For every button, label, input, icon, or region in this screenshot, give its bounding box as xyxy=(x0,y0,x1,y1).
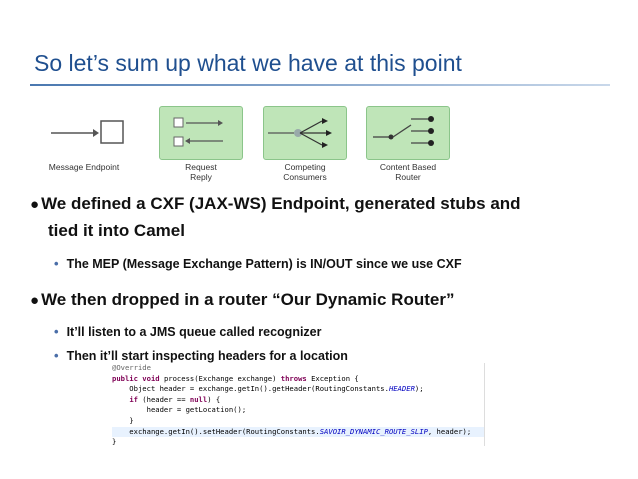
sub-bullet-dot: • xyxy=(54,348,59,363)
message-endpoint-icon xyxy=(42,106,126,160)
pattern-content-based-router: Content Based Router xyxy=(353,106,463,182)
pattern-request-reply: Request Reply xyxy=(146,106,256,182)
code-line: if (header == null) { xyxy=(112,395,484,406)
bullet-dot: ● xyxy=(30,196,40,213)
request-reply-icon xyxy=(159,106,243,160)
bullet-1-continuation: tied it into Camel xyxy=(48,221,185,240)
code-token: null xyxy=(189,394,208,404)
pattern-message-endpoint: Message Endpoint xyxy=(29,106,139,172)
code-token: header = getLocation(); xyxy=(112,405,247,415)
bullet-2: ●We then dropped in a router “Our Dynami… xyxy=(30,290,454,310)
code-line: exchange.getIn().setHeader(RoutingConsta… xyxy=(112,426,484,438)
bullet-1: ●We defined a CXF (JAX-WS) Endpoint, gen… xyxy=(30,194,521,214)
code-token: Exception { xyxy=(311,373,359,383)
code-line: public void process(Exchange exchange) t… xyxy=(112,374,484,385)
code-line: } xyxy=(112,437,484,446)
code-token: HEADER xyxy=(388,384,415,394)
pattern-label: Competing Consumers xyxy=(283,162,327,182)
code-token: ) { xyxy=(207,394,221,404)
code-token: exchange.getIn().setHeader(RoutingConsta… xyxy=(112,426,320,436)
code-token: public void xyxy=(112,373,164,383)
title-divider xyxy=(30,84,610,86)
code-token: } xyxy=(112,437,117,446)
content-based-router-icon xyxy=(366,106,450,160)
slide-title: So let’s sum up what we have at this poi… xyxy=(34,50,462,76)
pattern-label: Message Endpoint xyxy=(48,162,120,172)
sub-bullet-text: It’ll listen to a JMS queue called recog… xyxy=(66,325,322,339)
bullet-dot: ● xyxy=(30,292,40,309)
code-token: @Override xyxy=(112,363,151,372)
competing-consumers-icon xyxy=(263,106,347,160)
sub-bullet-dot: • xyxy=(54,324,59,339)
code-line: Object header = exchange.getIn().getHead… xyxy=(112,384,484,395)
sub-bullet: • The MEP (Message Exchange Pattern) is I… xyxy=(54,256,462,271)
sub-bullet: • It’ll listen to a JMS queue called reco… xyxy=(54,324,322,339)
code-token: process(Exchange exchange) xyxy=(163,373,281,383)
code-token: } xyxy=(112,415,134,425)
sub-bullet-text: The MEP (Message Exchange Pattern) is IN… xyxy=(66,257,462,271)
code-token: throws xyxy=(280,373,312,383)
code-line: } xyxy=(112,416,484,427)
code-token: ); xyxy=(414,384,424,394)
code-token: Object header = exchange.getIn().getHead… xyxy=(112,384,389,394)
pattern-label: Content Based Router xyxy=(379,162,437,182)
code-token: if xyxy=(129,394,143,404)
code-token: SAVOIR_DYNAMIC_ROUTE_SLIP xyxy=(319,426,428,436)
bullet-text: We defined a CXF (JAX-WS) Endpoint, gene… xyxy=(41,194,521,213)
code-line: @Override xyxy=(112,363,484,374)
code-line: header = getLocation(); xyxy=(112,405,484,416)
code-token: , header); xyxy=(427,426,472,436)
pattern-competing-consumers: Competing Consumers xyxy=(250,106,360,182)
pattern-label: Request Reply xyxy=(185,162,217,182)
code-token xyxy=(112,395,129,406)
bullet-text: We then dropped in a router “Our Dynamic… xyxy=(41,290,455,309)
sub-bullet-dot: • xyxy=(54,256,59,271)
sub-bullet-text: Then it’ll start inspecting headers for … xyxy=(66,349,348,363)
code-token: (header == xyxy=(142,394,190,404)
sub-bullet: • Then it’ll start inspecting headers for… xyxy=(54,348,348,363)
